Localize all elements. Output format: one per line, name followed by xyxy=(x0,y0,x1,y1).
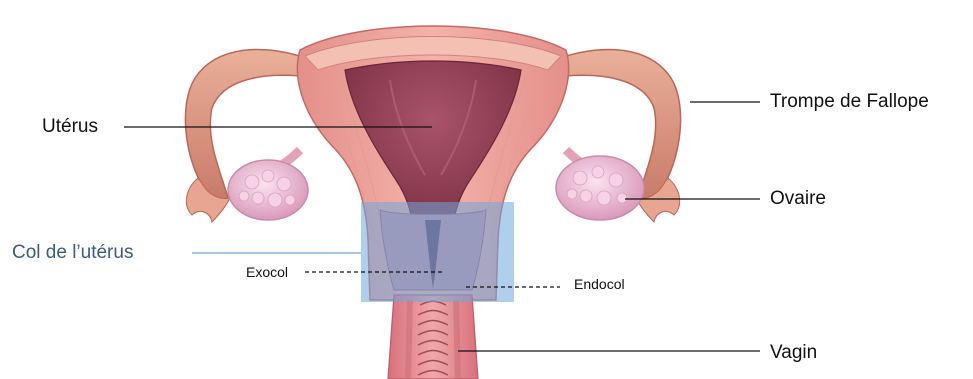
label-uterus: Utérus xyxy=(42,117,98,136)
vagina xyxy=(388,295,478,379)
label-vagina: Vagin xyxy=(770,343,817,362)
ovary-left xyxy=(228,160,308,220)
label-exocervix: Exocol xyxy=(246,265,288,279)
label-cervix: Col de l’utérus xyxy=(12,243,133,262)
label-endocervix: Endocol xyxy=(574,277,625,291)
label-fallopian-tube: Trompe de Fallope xyxy=(770,92,929,111)
ovary-right xyxy=(556,156,644,220)
cervix-highlight xyxy=(361,202,514,302)
label-ovary: Ovaire xyxy=(770,189,826,208)
